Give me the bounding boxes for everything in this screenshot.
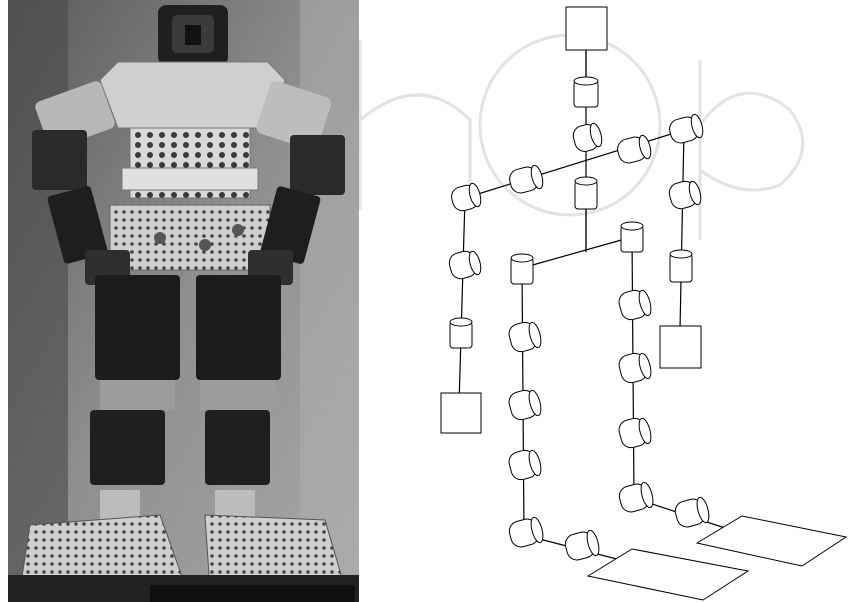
neck-joint — [574, 77, 598, 107]
right-elbow-joint — [667, 179, 703, 211]
joint-cylinders — [447, 77, 711, 562]
right-wrist-joint — [670, 250, 692, 282]
right-hip-joint — [621, 222, 643, 252]
left-elbow-joint — [447, 249, 483, 281]
right-hand-block — [660, 326, 701, 368]
right-knee-joint — [617, 351, 653, 385]
head-block — [566, 7, 607, 50]
right-ankle-pitch-joint — [617, 416, 653, 450]
right-foot-joint — [673, 496, 711, 529]
right-shoulder-roll-joint — [615, 134, 653, 165]
left-hip-pitch-joint — [507, 320, 543, 354]
right-ankle-roll-joint — [617, 481, 655, 514]
left-foot-plane — [588, 549, 748, 600]
robot-head — [158, 5, 228, 65]
right-foot-plane — [697, 516, 846, 566]
left-foot-joint — [563, 529, 601, 562]
robot-photo — [8, 0, 359, 602]
left-shoulder-joint — [449, 182, 483, 213]
left-hip-joint — [511, 254, 533, 284]
left-hand-block — [441, 393, 481, 433]
left-knee-joint — [507, 388, 543, 422]
torso-joint — [575, 177, 597, 209]
kinematic-diagram — [441, 7, 846, 600]
robot-right-leg — [196, 275, 281, 520]
right-hip-pitch-joint — [617, 288, 653, 322]
waist-joint — [571, 122, 604, 154]
left-ankle-pitch-joint — [507, 448, 543, 482]
left-ankle-roll-joint — [507, 516, 545, 549]
left-wrist-joint — [450, 318, 472, 348]
left-shoulder-roll-joint — [507, 164, 545, 195]
